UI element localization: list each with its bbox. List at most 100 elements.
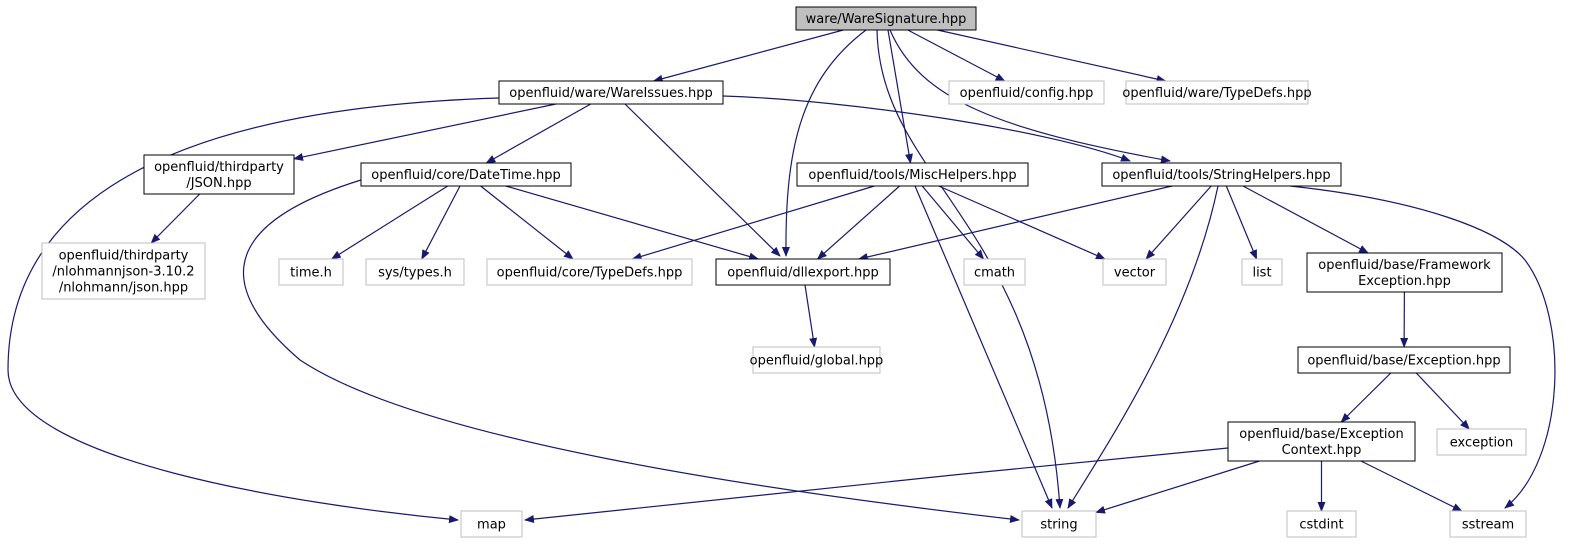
node-label: vector (1114, 266, 1156, 281)
node-box (1125, 80, 1309, 105)
edge-root-to-dllexport (781, 29, 867, 257)
edge-line (1340, 372, 1392, 423)
edge-line (421, 185, 461, 260)
node-box (1286, 510, 1357, 538)
node-vector: vector (1102, 258, 1167, 286)
edge-line (1145, 185, 1212, 260)
node-box (948, 80, 1105, 105)
edge-line (876, 29, 1064, 509)
edge-root-to-wareissues (652, 29, 844, 83)
edge-root-to-stringhelpers (889, 29, 1171, 164)
edge-line (914, 185, 1053, 509)
node-label: time.h (290, 266, 332, 281)
edge-mischelpers-to-string (914, 185, 1053, 509)
edge-line (1415, 372, 1470, 430)
node-wareissues[interactable]: openfluid/ware/WareIssues.hpp (498, 80, 724, 105)
node-exception: exception (1436, 428, 1527, 456)
node-box (752, 346, 881, 374)
edge-line (242, 179, 1020, 523)
node-label: cstdint (1299, 518, 1343, 533)
node-box (1227, 421, 1416, 462)
edge-line (889, 29, 1171, 164)
node-label: openfluid/base/Exception (1239, 427, 1403, 442)
edge-line (524, 447, 1229, 523)
edge-line (1095, 460, 1260, 514)
node-stringhelpers[interactable]: openfluid/tools/StringHelpers.hpp (1101, 162, 1342, 187)
node-string: string (1021, 510, 1097, 538)
edge-stringhelpers-to-list (1225, 185, 1258, 260)
edge-wareissues-to-dllexport (624, 103, 781, 257)
node-label: openfluid/tools/MiscHelpers.hpp (808, 168, 1016, 183)
node-label: openfluid/thirdparty (59, 249, 189, 264)
node-label: openfluid/base/Exception.hpp (1307, 354, 1500, 369)
edge-datetime-to-timeh (330, 185, 449, 260)
edge-datetime-to-string (242, 179, 1020, 523)
edge-line (1225, 185, 1258, 260)
edge-line (652, 29, 844, 83)
node-box (1102, 258, 1167, 286)
node-label: string (1040, 518, 1077, 533)
node-label: openfluid/base/Framework (1318, 258, 1491, 273)
node-jsonhpp[interactable]: openfluid/thirdparty/JSON.hpp (143, 154, 295, 195)
node-box (1021, 510, 1097, 538)
node-exceptionhpp[interactable]: openfluid/base/Exception.hpp (1297, 346, 1511, 374)
edge-line (857, 185, 1173, 261)
edge-line (938, 185, 1106, 260)
node-label: /nlohmann/json.hpp (59, 281, 188, 296)
node-box (1436, 428, 1527, 456)
node-label: map (477, 518, 506, 533)
edge-line (921, 185, 985, 260)
edge-mischelpers-to-vector (938, 185, 1106, 260)
edge-line (480, 185, 574, 260)
node-coretypedefs: openfluid/core/TypeDefs.hpp (486, 258, 693, 286)
edge-exceptionhpp-to-exceptionctx (1340, 372, 1392, 423)
node-label: exception (1450, 436, 1514, 451)
node-label: sys/types.h (378, 266, 452, 281)
node-label: openfluid/global.hpp (750, 354, 884, 369)
edge-stringhelpers-to-vector (1145, 185, 1212, 260)
edge-wareissues-to-stringhelpers (722, 95, 1131, 162)
edge-line (781, 29, 867, 257)
edge-line (1067, 185, 1219, 509)
node-box (143, 154, 295, 195)
edge-wareissues-to-map (7, 97, 500, 524)
node-dllexport[interactable]: openfluid/dllexport.hpp (715, 258, 891, 286)
edge-root-to-mischelpers (887, 29, 913, 164)
edges-layer (7, 29, 1556, 524)
node-box (41, 242, 206, 300)
node-box (963, 258, 1026, 286)
edge-mischelpers-to-coretypedefs (631, 185, 875, 261)
edge-jsonhpp-to-nlohmann (150, 193, 201, 244)
edge-stringhelpers-to-dllexport (857, 185, 1173, 261)
edge-line (937, 29, 1167, 83)
node-label: sstream (1462, 518, 1514, 533)
edge-exceptionhpp-to-exception (1415, 372, 1470, 430)
node-root[interactable]: ware/WareSignature.hpp (795, 6, 977, 31)
node-label: openfluid/core/DateTime.hpp (371, 168, 560, 183)
node-label: Context.hpp (1282, 443, 1362, 458)
node-box (1297, 346, 1511, 374)
node-label: list (1252, 266, 1271, 281)
node-config: openfluid/config.hpp (948, 80, 1105, 105)
node-label: openfluid/tools/StringHelpers.hpp (1112, 168, 1330, 183)
edge-exceptionctx-to-string (1095, 460, 1260, 514)
edge-line (505, 185, 760, 261)
node-datetime[interactable]: openfluid/core/DateTime.hpp (360, 162, 572, 187)
edge-line (485, 103, 591, 164)
node-box (1101, 162, 1342, 187)
edge-root-to-config (907, 29, 1006, 82)
node-label: Exception.hpp (1358, 274, 1451, 289)
edge-line (1360, 460, 1463, 512)
edge-wareissues-to-datetime (485, 103, 591, 164)
node-mischelpers[interactable]: openfluid/tools/MiscHelpers.hpp (796, 162, 1029, 187)
edge-line (816, 185, 900, 260)
node-sstream: sstream (1449, 510, 1527, 538)
node-label: openfluid/config.hpp (960, 86, 1094, 101)
node-label: openfluid/ware/TypeDefs.hpp (1122, 86, 1311, 101)
node-box (795, 6, 977, 31)
node-label: /JSON.hpp (186, 176, 251, 191)
edge-line (1242, 185, 1369, 254)
